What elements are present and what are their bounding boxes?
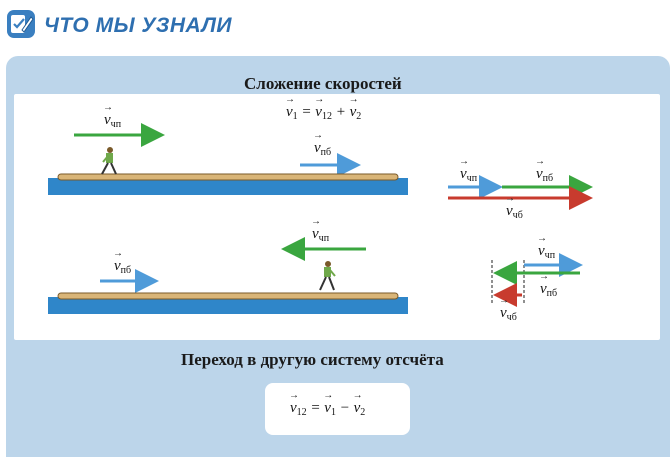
scene1-plank-velocity-label: vпб (313, 130, 331, 158)
page-title: ЧТО МЫ УЗНАЛИ (44, 14, 232, 37)
scene-1 (48, 123, 593, 210)
walking-man (319, 261, 336, 291)
water-strip (48, 297, 408, 314)
header: ЧТО МЫ УЗНАЛИ (0, 0, 672, 58)
diagram2-label-a: vчп (537, 233, 555, 261)
diagram2-label-c: vчб (499, 295, 517, 323)
walking-man (101, 147, 117, 175)
diagram2-label-b: vпб (539, 271, 557, 299)
frame-change-formula: v12 = v1 − v2 (289, 390, 365, 418)
scene-2 (48, 237, 583, 314)
scene2-man-velocity-label: vчп (311, 216, 329, 244)
section-title-velocity-addition: Сложение скоростей (244, 74, 402, 93)
plank (57, 292, 399, 300)
diagram1-label-b: vпб (535, 156, 553, 184)
diagram1-label-c: vчб (505, 193, 523, 221)
water-strip (48, 178, 408, 195)
scene2-plank-velocity-label: vпб (113, 248, 131, 276)
velocity-addition-formula: v1 = v12 + v2 (285, 94, 361, 122)
section-title-frame-change: Переход в другую систему отсчёта (181, 350, 444, 369)
plank (57, 173, 399, 181)
diagram1-label-a: vчп (459, 156, 477, 184)
edit-check-icon (7, 10, 35, 38)
scene1-man-velocity-label: vчп (103, 102, 121, 130)
